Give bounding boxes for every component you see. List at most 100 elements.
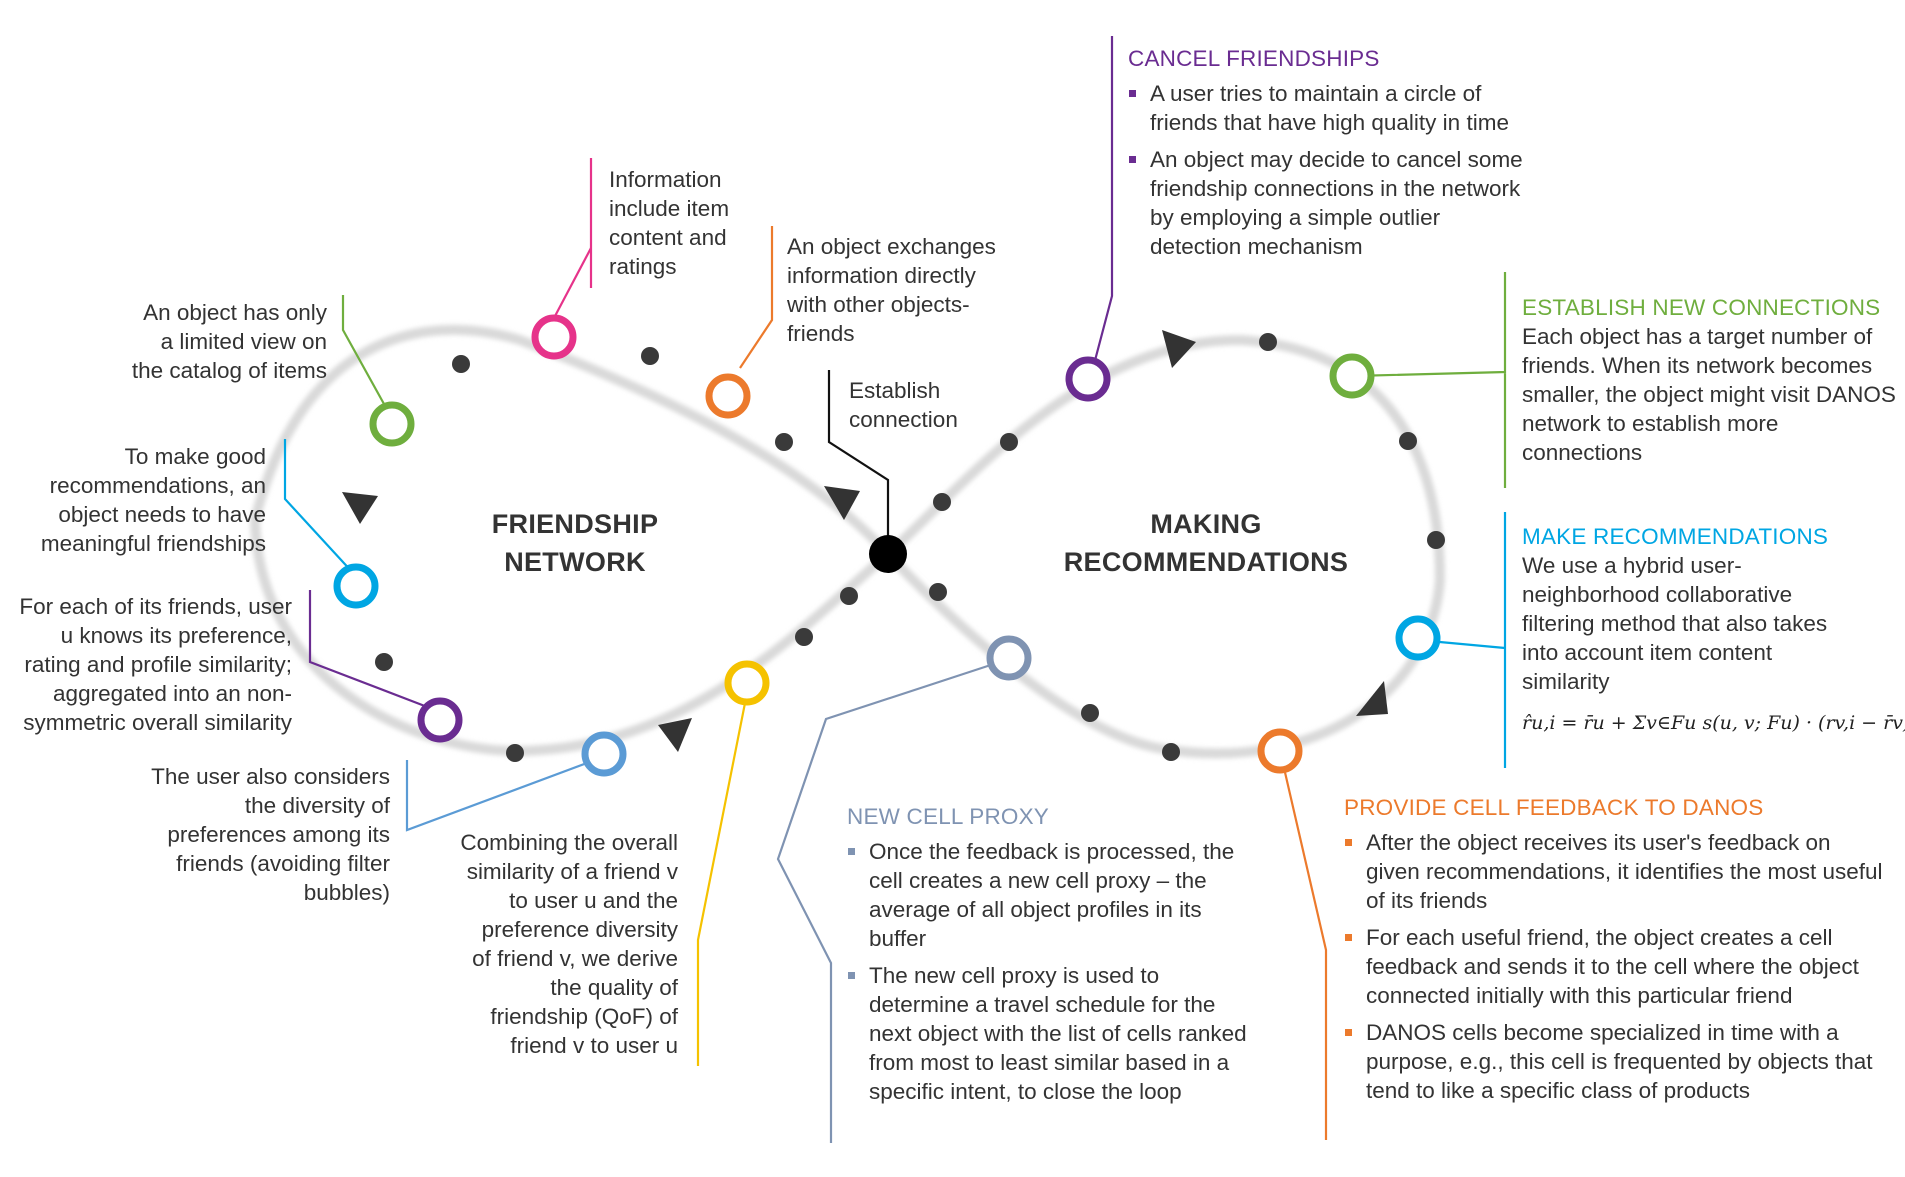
loop-dot [506,744,524,762]
note-limited-view: An object has only a limited view on the… [80,298,327,385]
note-line: aggregated into an non- [53,681,292,706]
panel-body: We use a hybrid user-neighborhood collab… [1522,553,1828,694]
arrow-icon [1162,330,1196,368]
ring-marker-purple [417,697,463,743]
callout-line-green-left [341,295,385,405]
ring-marker-blue [333,563,379,609]
note-line: recommendations, an [49,473,266,498]
panel-title: MAKE RECOMMENDATIONS [1522,524,1829,549]
loop-dot [795,628,813,646]
note-line: preference diversity [481,917,678,942]
junction-dot [869,535,907,573]
callout-line-yellow [696,692,749,1066]
loop-dot [641,347,659,365]
loop-dot [1081,704,1099,722]
arrow-icon [824,486,860,520]
ring-marker-orange [705,373,751,419]
loop-dot [775,433,793,451]
note-line: For each of its friends, user [19,594,292,619]
ring-marker-purple-top [1065,356,1111,402]
note-line: friends [787,321,855,346]
loop-dot [929,583,947,601]
bullet-item: DANOS cells become specialized in time w… [1344,1018,1889,1105]
loop-dot [375,653,393,671]
note-line: content and [609,225,727,250]
note-object-exchanges: An object exchanges information directly… [787,232,1037,348]
arrow-icon [658,718,692,752]
arrow-icon [342,492,378,524]
callout-line-purple-left [308,590,431,710]
bullet-item: An object may decide to cancel some frie… [1128,145,1528,261]
panel-establish-new-connections: ESTABLISH NEW CONNECTIONS Each object ha… [1522,293,1902,467]
loop-dot [452,355,470,373]
note-quality-of-friendship: Combining the overall similarity of a fr… [420,828,678,1060]
note-line: An object has only [143,300,327,325]
bullet-item: For each useful friend, the object creat… [1344,923,1889,1010]
panel-cancel-friendships: CANCEL FRIENDSHIPS A user tries to maint… [1128,44,1528,269]
panel-title: NEW CELL PROXY [847,804,1050,829]
bullet-item: The new cell proxy is used to determine … [847,961,1247,1106]
loop-dot [933,493,951,511]
note-line: friend v to user u [510,1033,678,1058]
panel-title: ESTABLISH NEW CONNECTIONS [1522,295,1881,320]
note-similarity: For each of its friends, user u knows it… [0,592,292,737]
loop-dot [1000,433,1018,451]
ring-marker-green [369,401,415,447]
center-label-line: RECOMMENDATIONS [1063,547,1349,577]
loop-dots [375,333,1445,762]
note-line: connection [849,407,958,432]
note-line: rating and profile similarity; [24,652,292,677]
callout-line-orange-top [739,226,774,369]
note-establish-connection: Establish connection [849,376,1009,434]
bullet-list: After the object receives its user's fee… [1344,828,1889,1105]
note-line: u knows its preference, [60,623,292,648]
direction-arrows [342,330,1388,752]
loop-dot [840,587,858,605]
note-line: include item [609,196,730,221]
ring-marker-gray-blue [986,635,1032,681]
note-line: object needs to have [58,502,266,527]
bullet-item: Once the feedback is processed, the cell… [847,837,1247,953]
callout-line-blue-left [283,439,355,575]
center-label-recommendations: MAKING RECOMMENDATIONS [1046,505,1366,581]
note-line: meaningful friendships [40,531,266,556]
panel-title: PROVIDE CELL FEEDBACK TO DANOS [1344,795,1764,820]
callout-line-green-right [1352,272,1507,488]
note-line: similarity of a friend v [466,859,678,884]
center-label-line: NETWORK [504,547,646,577]
callout-line-orange-right [1282,767,1328,1140]
note-line: Information [609,167,722,192]
note-information-items: Information include item content and rat… [609,165,789,281]
note-line: the quality of [550,975,678,1000]
note-line: preferences among its [167,822,390,847]
note-line: symmetric overall similarity [23,710,292,735]
note-diversity: The user also considers the diversity of… [110,762,390,907]
note-line: of friend v, we derive [472,946,678,971]
bullet-item: After the object receives its user's fee… [1344,828,1889,915]
loop-dot [1259,333,1277,351]
callout-line-purple-top [1091,36,1114,369]
loop-dot [1162,743,1180,761]
callout-line-establish [827,370,890,540]
bullet-list: A user tries to maintain a circle of fri… [1128,79,1528,261]
loop-dot [1399,432,1417,450]
center-label-line: MAKING [1150,509,1262,539]
callout-line-gray-blue [776,658,1007,1143]
note-line: information directly [787,263,976,288]
bullet-list: Once the feedback is processed, the cell… [847,837,1247,1106]
note-line: ratings [609,254,677,279]
ring-marker-orange-right [1257,728,1303,774]
loop-dot [1427,531,1445,549]
note-line: to user u and the [509,888,678,913]
panel-body: Each object has a target number of frien… [1522,324,1896,465]
note-line: The user also considers [151,764,390,789]
note-line: the catalog of items [131,358,327,383]
cf-formula: r̂u,i = r̄u + Σv∈Fu s(u, v; Fu) · (rv,i … [1522,712,1905,734]
note-line: bubbles) [303,880,390,905]
panel-make-recommendations: MAKE RECOMMENDATIONS We use a hybrid use… [1522,522,1864,696]
panel-title: CANCEL FRIENDSHIPS [1128,46,1380,71]
ring-marker-pink [531,314,577,360]
bullet-item: A user tries to maintain a circle of fri… [1128,79,1528,137]
note-line: friends (avoiding filter [176,851,390,876]
